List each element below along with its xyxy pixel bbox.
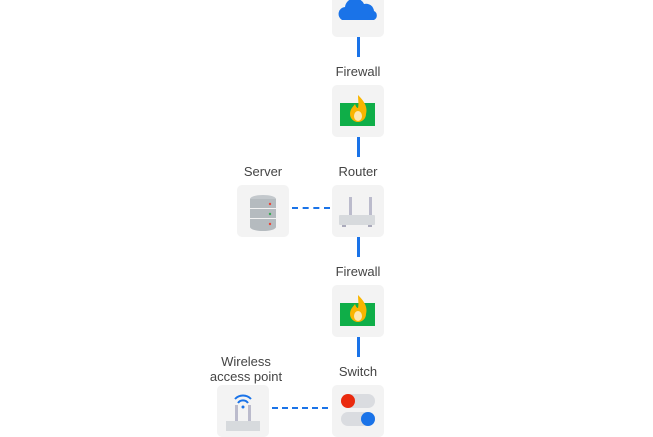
wireless-access-point-node[interactable] — [217, 385, 269, 437]
firewall-icon — [340, 95, 375, 126]
link-line — [357, 37, 360, 57]
wireless-access-point-icon — [226, 394, 260, 431]
router-label: Router — [338, 164, 378, 179]
link-line — [357, 137, 360, 157]
wap-label-line2: access point — [209, 369, 283, 384]
router-node[interactable] — [332, 185, 384, 237]
switch-label: Switch — [338, 364, 378, 379]
switch-node[interactable] — [332, 385, 384, 437]
switch-icon — [341, 394, 375, 426]
dashed-link — [292, 207, 330, 209]
cloud-node[interactable] — [332, 0, 384, 37]
firewall-label: Firewall — [335, 64, 381, 79]
firewall-node[interactable] — [332, 85, 384, 137]
server-icon — [250, 195, 276, 231]
firewall-icon — [340, 295, 375, 326]
firewall-node[interactable] — [332, 285, 384, 337]
link-line — [357, 337, 360, 357]
server-label: Server — [243, 164, 283, 179]
cloud-icon — [338, 0, 377, 20]
dashed-link — [272, 407, 328, 409]
server-node[interactable] — [237, 185, 289, 237]
router-icon — [339, 197, 375, 227]
wap-label-line1: Wireless — [221, 354, 271, 369]
firewall-label: Firewall — [335, 264, 381, 279]
link-line — [357, 237, 360, 257]
